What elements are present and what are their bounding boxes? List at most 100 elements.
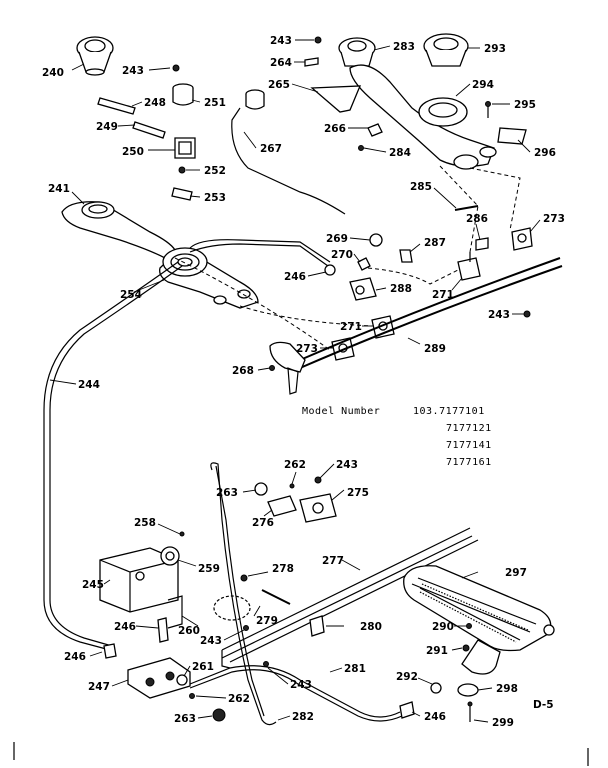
label-287: 287 (424, 237, 446, 249)
label-295: 295 (514, 99, 536, 111)
screw-243-bottom-mid (263, 661, 269, 667)
screw-243-top-left (172, 64, 180, 72)
screw-284 (358, 145, 364, 151)
part-number-labels: 240 243 248 251 249 250 252 253 241 243 … (42, 35, 565, 729)
label-270: 270 (331, 249, 353, 261)
screw-262-top (289, 483, 295, 489)
label-240: 240 (42, 67, 64, 79)
label-285: 285 (410, 181, 432, 193)
safety-valve-247 (127, 657, 191, 699)
fitting-270 (357, 257, 371, 271)
burner-cap-293 (423, 33, 469, 67)
screw-299 (467, 701, 473, 722)
screw-252 (178, 166, 186, 174)
screw-268 (269, 365, 299, 395)
rail-bracket-280 (309, 615, 325, 637)
rail-277 (221, 527, 479, 669)
fitting-291 (462, 644, 470, 652)
label-250: 250 (122, 146, 144, 158)
label-246: 246 (64, 651, 86, 663)
label-275: 275 (347, 487, 369, 499)
clip-266 (367, 123, 383, 137)
label-280: 280 (360, 621, 382, 633)
fitting-263-top (254, 482, 268, 496)
label-284: 284 (389, 147, 411, 159)
label-241: 241 (48, 183, 70, 195)
label-243: 243 (336, 459, 358, 471)
burner-cap-240 (76, 36, 114, 76)
label-273: 273 (543, 213, 565, 225)
gas-tube-244 (43, 261, 179, 651)
label-281: 281 (344, 663, 366, 675)
tube-281 (189, 665, 401, 718)
label-286: 286 (466, 213, 488, 225)
label-271: 271 (340, 321, 362, 333)
label-299: 299 (492, 717, 514, 729)
pilot-tube-249 (132, 121, 166, 139)
screw-243-right (523, 310, 531, 318)
label-246: 246 (284, 271, 306, 283)
fitting-246-left (157, 617, 169, 643)
label-288: 288 (390, 283, 412, 295)
label-290: 290 (432, 621, 454, 633)
label-263: 263 (174, 713, 196, 725)
burner-arm-254 (159, 247, 259, 309)
bracket-276 (267, 495, 297, 517)
label-266: 266 (324, 123, 346, 135)
model-number-4: 7177161 (446, 457, 492, 468)
screw-243-mid (243, 625, 249, 631)
valve-273-top (511, 227, 533, 251)
burner-arm-241 (61, 201, 176, 259)
fitting-246-bottom-left (103, 643, 117, 659)
model-number-3: 7177141 (446, 440, 492, 451)
label-254: 254 (120, 289, 142, 301)
electrode-285 (454, 205, 479, 211)
label-282: 282 (292, 711, 314, 723)
label-279: 279 (256, 615, 278, 627)
screw-243-lower (314, 476, 322, 484)
bracket-264 (304, 57, 319, 67)
label-269: 269 (326, 233, 348, 245)
valve-271-top (457, 252, 481, 281)
burner-cap-283 (338, 37, 376, 67)
label-253: 253 (204, 192, 226, 204)
label-264: 264 (270, 57, 292, 69)
manifold-289 (269, 257, 563, 373)
label-243: 243 (290, 679, 312, 691)
label-298: 298 (496, 683, 518, 695)
fitting-246-bottom (399, 701, 415, 719)
label-243: 243 (122, 65, 144, 77)
wire-267 (231, 107, 346, 215)
label-294: 294 (472, 79, 494, 91)
bracket-260 (167, 595, 183, 629)
pin-278 (240, 574, 248, 582)
label-291: 291 (426, 645, 448, 657)
fitting-246-top (324, 264, 336, 276)
leader-lines (49, 39, 541, 723)
burner-arm-294 (349, 64, 497, 170)
screw-295 (485, 101, 491, 118)
screw-262-bottom (189, 693, 195, 699)
label-276: 276 (252, 517, 274, 529)
fitting-263-bottom (212, 708, 226, 722)
cover-298 (457, 683, 479, 697)
label-262: 262 (228, 693, 250, 705)
pilot-265-igniter (245, 89, 265, 110)
bulb-259 (160, 546, 180, 566)
bracket-250 (174, 137, 196, 159)
tube-279 (213, 589, 291, 621)
label-268: 268 (232, 365, 254, 377)
label-263: 263 (216, 487, 238, 499)
valve-288 (349, 277, 377, 301)
screw-290 (466, 623, 472, 629)
label-243: 243 (488, 309, 510, 321)
model-number-block: Model Number 103.7177101 7177121 7177141… (302, 406, 492, 468)
label-246: 246 (114, 621, 136, 633)
fitting-261 (176, 674, 188, 686)
pilot-tube-248 (97, 97, 136, 115)
label-293: 293 (484, 43, 506, 55)
fitting-269 (369, 233, 383, 247)
label-271: 271 (432, 289, 454, 301)
label-262: 262 (284, 459, 306, 471)
label-246: 246 (424, 711, 446, 723)
